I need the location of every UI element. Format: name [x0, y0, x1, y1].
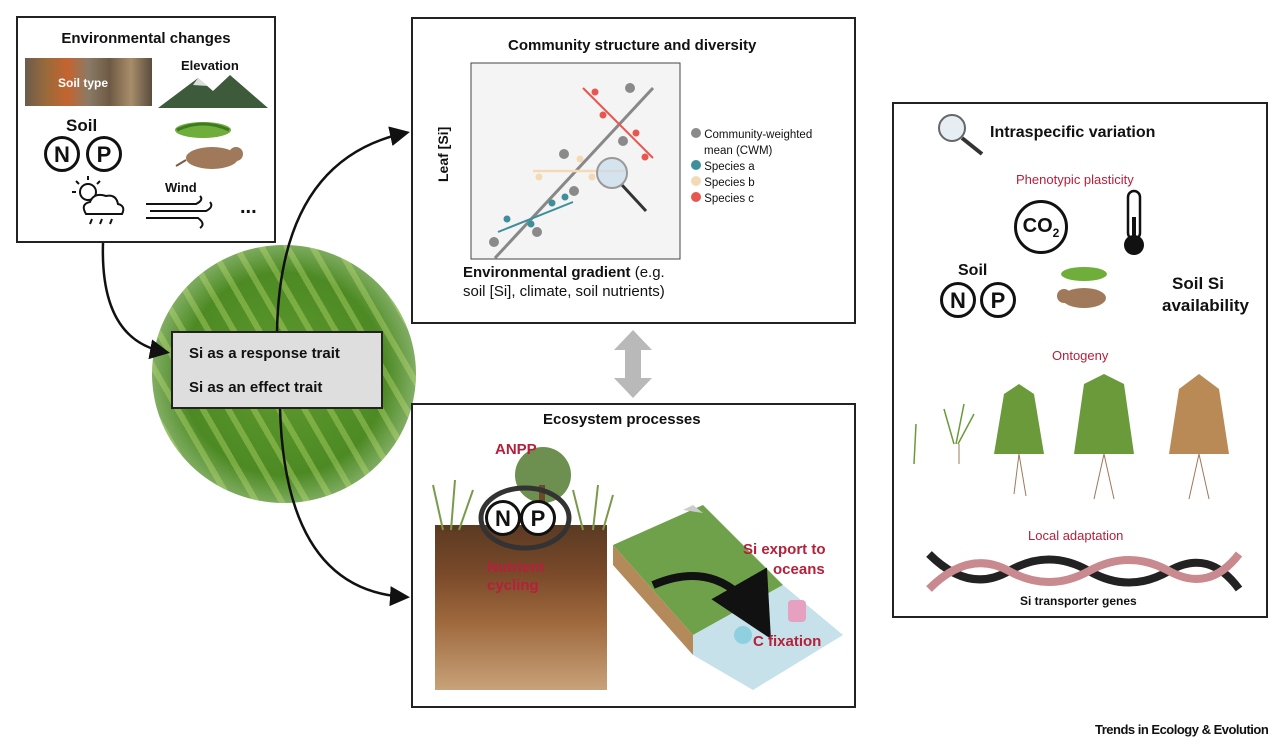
- si-transporter-genes-label: Si transporter genes: [1020, 594, 1137, 608]
- thermometer-icon: [1124, 189, 1144, 255]
- ecosystem-title: Ecosystem processes: [543, 411, 701, 428]
- cycle-arrows-icon: [478, 485, 572, 551]
- wind-label: Wind: [165, 180, 197, 195]
- dna-helix-icon: [926, 551, 1243, 592]
- ecosystem-processes-box: Ecosystem processes ANPP N P Nutrient cy…: [411, 403, 856, 708]
- landscape-ocean-image: [613, 505, 843, 690]
- env-title: Environmental changes: [61, 30, 231, 47]
- effect-trait-label: Si as an effect trait: [189, 379, 323, 396]
- legend-item-cwm-line2: mean (CWM): [704, 145, 773, 157]
- community-title: Community structure and diversity: [508, 37, 757, 54]
- c-fixation-label: C fixation: [753, 633, 822, 650]
- x-axis-label-line2: soil [Si], climate, soil nutrients): [463, 283, 665, 300]
- wind-icon: [146, 195, 213, 229]
- more-ellipsis: ...: [240, 196, 257, 218]
- availability-label: availability: [1162, 296, 1249, 315]
- species-c-points: [591, 88, 649, 161]
- arrow-env-to-center: [101, 242, 170, 360]
- co2-icon: CO2: [1014, 200, 1068, 254]
- legend: Community-weighted mean (CWM) Species a …: [691, 127, 812, 207]
- soil-profile-image: [435, 525, 607, 690]
- intraspecific-title: Intraspecific variation: [990, 124, 1156, 141]
- mountain-icon: [158, 75, 268, 108]
- response-trait-label: Si as a response trait: [189, 345, 340, 362]
- vole-icon: [1057, 288, 1106, 308]
- double-arrow: [614, 330, 652, 398]
- cwm-points: [489, 83, 635, 247]
- intraspecific-variation-box: Intraspecific variation Phenotypic plast…: [892, 102, 1268, 618]
- cycle-phosphorus-icon: P: [520, 500, 556, 536]
- species-a-line: [497, 201, 574, 233]
- local-adaptation-label: Local adaptation: [1028, 528, 1124, 543]
- weather-sun-cloud-icon: [72, 176, 125, 225]
- species-b-points: [535, 155, 596, 181]
- trait-box: Si as a response trait Si as an effect t…: [171, 331, 383, 409]
- cycling-label: cycling: [487, 577, 539, 594]
- elevation-label: Elevation: [181, 58, 239, 73]
- legend-item-species-b: Species b: [691, 175, 812, 191]
- phosphorus-icon: P: [86, 136, 122, 172]
- soil-si-label: Soil Si: [1172, 274, 1224, 293]
- cwm-trend-line: [493, 86, 655, 260]
- right-soil-label: Soil: [958, 262, 988, 279]
- caterpillar-icon: [175, 122, 231, 138]
- soil-label: Soil: [66, 116, 98, 135]
- environmental-changes-box: Environmental changes Soil type Elevatio…: [16, 16, 276, 243]
- cycle-nitrogen-icon: N: [485, 500, 521, 536]
- soil-type-label: Soil type: [58, 76, 109, 90]
- caterpillar-icon: [1061, 267, 1107, 281]
- right-nitrogen-icon: N: [940, 282, 976, 318]
- right-phosphorus-icon: P: [980, 282, 1016, 318]
- magnifier-icon: [938, 114, 984, 156]
- soil-type-image: [25, 58, 152, 106]
- vole-icon: [175, 147, 243, 169]
- grass-growth-stages-image: [913, 374, 1229, 500]
- legend-item-species-c: Species c: [691, 191, 812, 207]
- si-export-label: Si export to: [743, 541, 826, 558]
- ontogeny-label: Ontogeny: [1052, 348, 1109, 363]
- oceans-label: oceans: [773, 561, 825, 578]
- arrow-center-to-community: [275, 126, 410, 333]
- plasticity-label: Phenotypic plasticity: [1016, 172, 1134, 187]
- species-a-points: [503, 193, 569, 228]
- legend-item-cwm: Community-weighted: [691, 127, 812, 143]
- nutrient-label: Nutrient: [487, 559, 545, 576]
- journal-footer: Trends in Ecology & Evolution: [1095, 722, 1269, 737]
- arrow-center-to-ecosystem: [278, 407, 410, 607]
- legend-item-species-a: Species a: [691, 159, 812, 175]
- species-c-line: [582, 87, 654, 159]
- anpp-label: ANPP: [495, 441, 537, 458]
- magnifier-icon: [596, 157, 648, 213]
- nitrogen-icon: N: [44, 136, 80, 172]
- x-axis-label: Environmental gradient (e.g.: [463, 264, 665, 281]
